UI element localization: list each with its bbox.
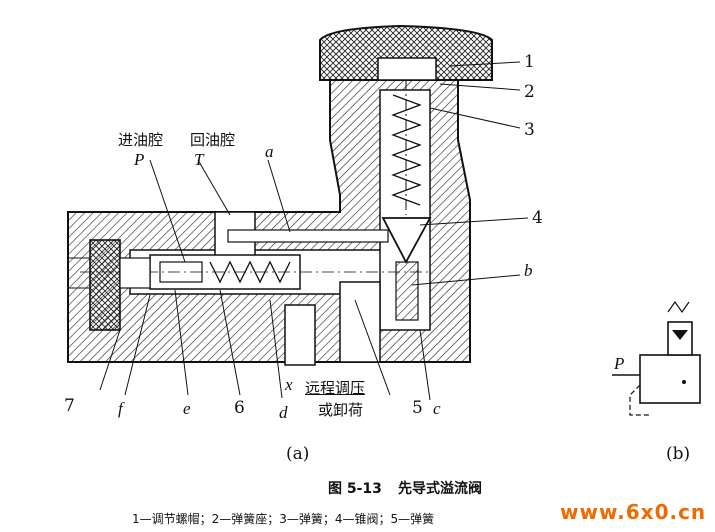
hydraulic-symbol	[612, 300, 701, 416]
subfig-b-label: (b)	[666, 444, 691, 464]
part-4: 4	[532, 208, 543, 228]
adjusting-nut	[319, 24, 493, 81]
cone-valve	[381, 217, 432, 321]
label-b: b	[524, 261, 533, 280]
label-x: x	[285, 375, 293, 394]
part-5: 5	[412, 398, 423, 418]
end-plug	[68, 239, 151, 331]
label-d: d	[279, 403, 288, 422]
label-c: c	[433, 399, 441, 418]
figure-legend: 1—调节螺帽；2—弹簧座；3—弹簧；4—锥阀；5—弹簧	[132, 512, 435, 526]
main-spool	[80, 254, 430, 290]
label-e: e	[183, 399, 191, 418]
figure-number: 图 5-13	[328, 481, 382, 497]
pilot-spring	[391, 80, 422, 215]
leader-lines	[99, 61, 529, 401]
label-return-chamber: 回油腔	[190, 131, 236, 149]
part-6: 6	[234, 398, 245, 418]
part-7: 7	[64, 396, 75, 416]
label-P: P	[134, 150, 145, 169]
label-inlet-chamber: 进油腔	[118, 131, 164, 149]
figure-title: 先导式溢流阀	[398, 481, 482, 497]
part-3: 3	[524, 120, 535, 140]
label-unload: 或卸荷	[318, 401, 364, 419]
part-2: 2	[524, 82, 535, 102]
label-a: a	[265, 142, 274, 161]
label-T: T	[194, 150, 204, 169]
subfig-a-label: (a)	[286, 444, 310, 464]
label-P-symbol: P	[614, 354, 625, 373]
watermark: www.6x0.cn	[560, 500, 707, 524]
label-remote-pressure: 远程调压	[305, 379, 366, 397]
part-1: 1	[524, 52, 535, 72]
valve-body	[67, 79, 471, 366]
label-f: f	[118, 399, 123, 418]
